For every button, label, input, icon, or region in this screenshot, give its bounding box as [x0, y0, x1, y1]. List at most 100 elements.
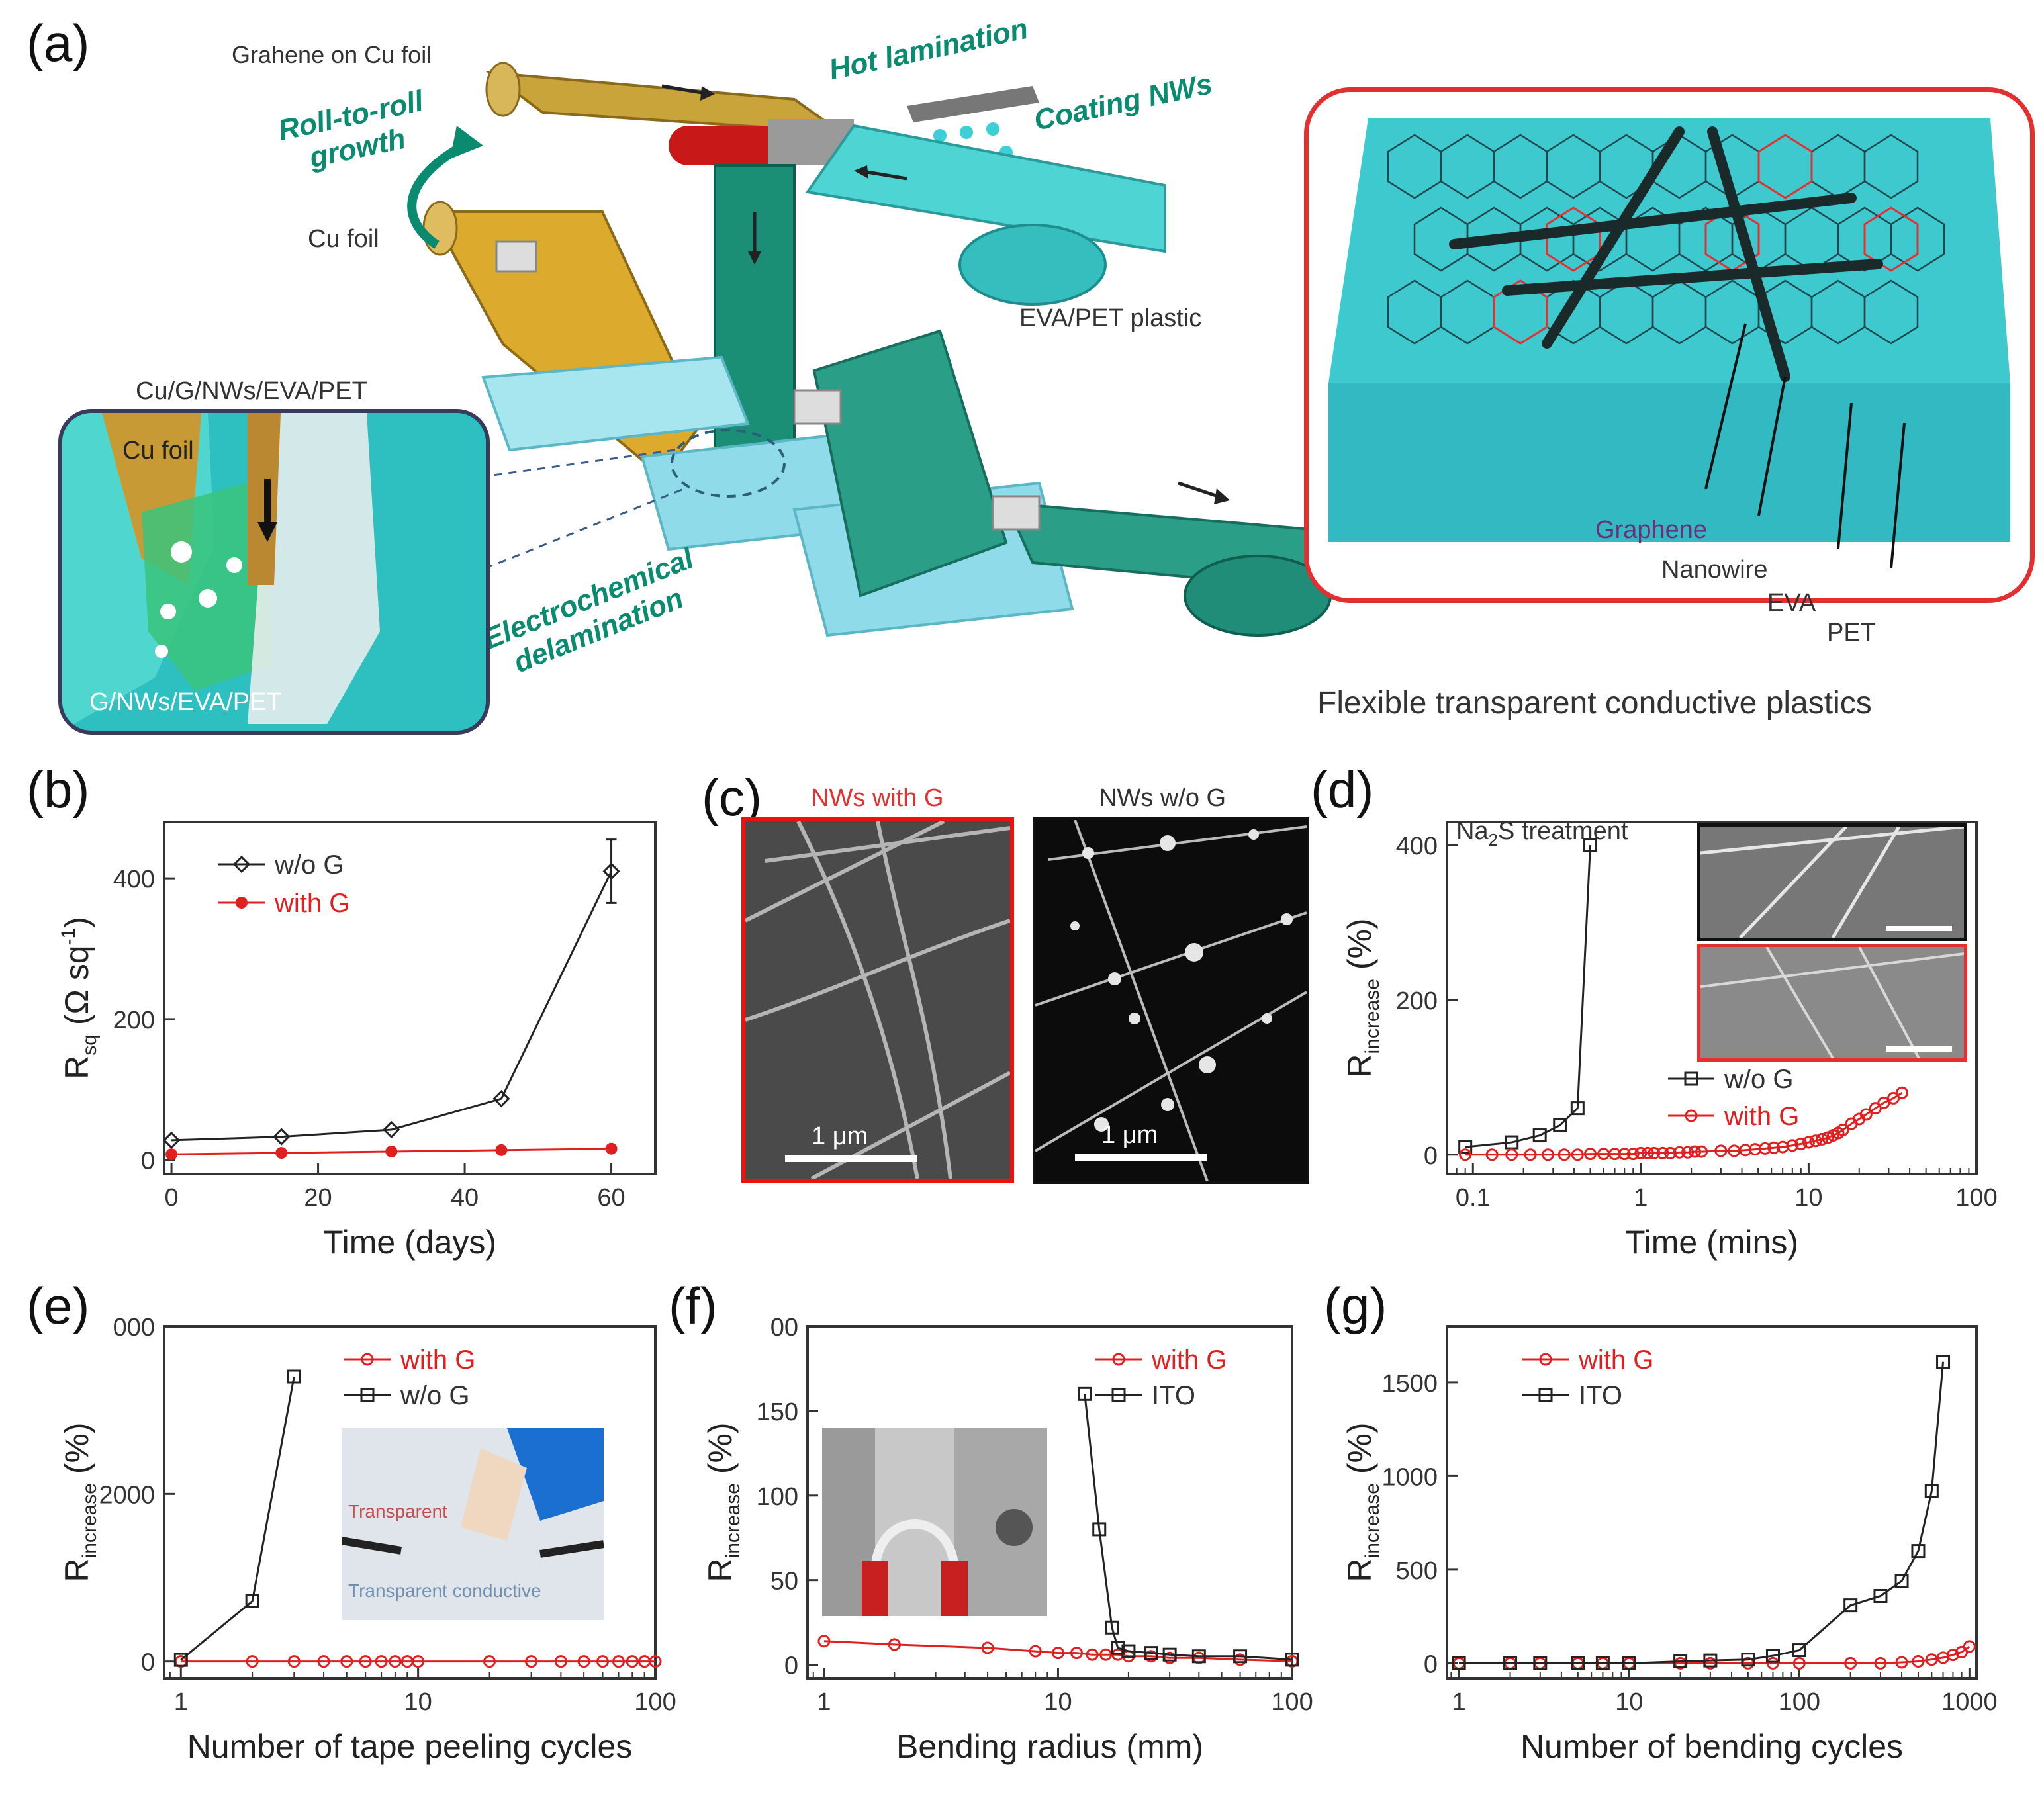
- x-tick-label-g: 100: [1779, 1688, 1820, 1716]
- data-point-d-1: [1695, 1145, 1708, 1158]
- data-point-g-1: [1703, 1653, 1718, 1668]
- series-line-g-1: [1459, 1361, 1945, 1664]
- x-tick-label-d: 100: [1955, 1184, 1997, 1212]
- data-point-e-0: [389, 1655, 402, 1668]
- data-point-d-1: [1859, 1108, 1873, 1121]
- panel-c-label: (c): [702, 768, 762, 827]
- data-point-g-1: [1924, 1484, 1939, 1498]
- growth-arrow: [407, 141, 466, 249]
- sem-with-g-title: NWs with G: [811, 784, 944, 812]
- y-tick-label-f: 50: [770, 1568, 798, 1596]
- x-tick-label-f: 100: [1271, 1688, 1313, 1716]
- legend-label-e-0: with G: [400, 1345, 475, 1375]
- data-point-e-0: [375, 1655, 388, 1668]
- y-tick-label-g: 1500: [1381, 1370, 1438, 1398]
- data-point-d-0: [1505, 1135, 1519, 1150]
- tank-1: [481, 355, 750, 452]
- data-point-f-0: [888, 1638, 901, 1651]
- x-tick-label-e: 1: [174, 1688, 188, 1716]
- data-point-b-0: [162, 1131, 181, 1150]
- eva-pet-plastic-label: EVA/PET plastic: [1019, 304, 1202, 332]
- x-axis-label-b: Time (days): [323, 1224, 496, 1261]
- legend-label-g-1: ITO: [1579, 1381, 1622, 1410]
- data-point-g-0: [1844, 1656, 1857, 1670]
- y-tick-label-e: 000: [113, 1314, 155, 1341]
- legend-label-b-1: with G: [274, 889, 349, 918]
- y-tick-label-g: 0: [1424, 1651, 1438, 1678]
- inset-bottom-label: G/NWs/EVA/PET: [89, 688, 282, 716]
- y-tick-label-f: 00: [770, 1314, 798, 1341]
- data-point-g-1: [1595, 1656, 1610, 1670]
- data-point-f-1: [1121, 1644, 1136, 1658]
- x-tick-label-b: 60: [597, 1184, 625, 1212]
- panel-f-label: (f): [669, 1277, 718, 1335]
- data-point-b-0: [383, 1120, 400, 1139]
- x-tick-label-d: 0.1: [1456, 1184, 1491, 1212]
- data-point-g-0: [1792, 1656, 1806, 1670]
- data-point-d-1: [1485, 1148, 1499, 1161]
- y-tick-label-b: 0: [141, 1148, 155, 1175]
- legend-marker-b-0: [232, 855, 251, 874]
- legend-label-f-1: ITO: [1152, 1381, 1195, 1410]
- data-point-d-1: [1641, 1146, 1654, 1159]
- data-point-d-1: [1664, 1146, 1677, 1159]
- x-tick-label-b: 20: [304, 1184, 332, 1212]
- legend-label-f-0: with G: [1151, 1345, 1227, 1375]
- eva-label: EVA: [1767, 589, 1816, 617]
- x-tick-label-e: 100: [634, 1688, 676, 1716]
- nanowire-label: Nanowire: [1661, 556, 1768, 584]
- y-tick-label-d: 0: [1424, 1142, 1438, 1170]
- panel-e-label: (e): [26, 1277, 89, 1335]
- pet-label: PET: [1827, 619, 1876, 647]
- data-point-b-0: [492, 1090, 510, 1108]
- data-point-g-1: [1673, 1654, 1688, 1669]
- data-point-d-1: [1836, 1123, 1849, 1136]
- y-tick-label-g: 1000: [1381, 1463, 1438, 1491]
- series-line-d-0: [1465, 845, 1592, 1148]
- x-tick-label-d: 1: [1634, 1184, 1648, 1212]
- x-tick-label-f: 10: [1044, 1688, 1072, 1716]
- x-tick-label-g: 1: [1452, 1688, 1466, 1716]
- y-axis-label-e: Rincrease (%): [58, 1422, 101, 1582]
- data-point-d-1: [1459, 1148, 1472, 1161]
- data-point-d-1: [1648, 1146, 1661, 1159]
- legend-marker-g-1: [1538, 1388, 1553, 1402]
- data-point-d-0: [1570, 1101, 1585, 1116]
- legend-marker-d-0: [1684, 1071, 1698, 1086]
- data-point-d-1: [1887, 1091, 1900, 1105]
- inset-title: Cu/G/NWs/EVA/PET: [136, 377, 367, 405]
- y-tick-label-e: 0: [141, 1649, 155, 1677]
- data-point-d-1: [1714, 1144, 1728, 1157]
- data-point-b-0: [273, 1128, 291, 1146]
- data-point-g-0: [1766, 1656, 1779, 1670]
- x-tick-label-g: 10: [1615, 1688, 1643, 1716]
- data-point-g-1: [1911, 1544, 1926, 1559]
- legend-marker-d-1: [1685, 1109, 1698, 1122]
- sem-inset-with-g: [1697, 944, 1967, 1062]
- data-point-f-1: [1233, 1649, 1248, 1664]
- data-point-g-1: [1741, 1653, 1755, 1667]
- data-point-d-0: [1553, 1118, 1567, 1132]
- data-point-e-0: [287, 1655, 301, 1668]
- legend-marker-g-0: [1539, 1353, 1552, 1366]
- y-axis-label-f: Rincrease (%): [702, 1422, 744, 1582]
- tape-test-photo: Transparent Transparent conductive: [341, 1428, 604, 1620]
- data-point-g-0: [1963, 1640, 1976, 1653]
- data-point-g-0: [1925, 1653, 1938, 1666]
- plot-frame-d: [1446, 821, 1978, 1175]
- series-line-e-1: [180, 1376, 295, 1661]
- data-point-e-0: [612, 1655, 625, 1668]
- y-tick-label-g: 500: [1396, 1557, 1438, 1585]
- data-point-g-1: [1452, 1656, 1466, 1670]
- data-point-d-1: [1505, 1148, 1518, 1161]
- data-point-d-1: [1634, 1146, 1648, 1159]
- data-point-f-0: [1086, 1648, 1099, 1661]
- sem-scale-bar-left: [785, 1155, 917, 1162]
- y-tick-label-d: 400: [1396, 833, 1438, 860]
- y-tick-label-b: 400: [113, 866, 155, 893]
- data-point-g-1: [1571, 1656, 1585, 1670]
- data-point-e-0: [649, 1655, 662, 1668]
- data-point-g-1: [1792, 1643, 1806, 1658]
- data-point-d-1: [1816, 1132, 1829, 1146]
